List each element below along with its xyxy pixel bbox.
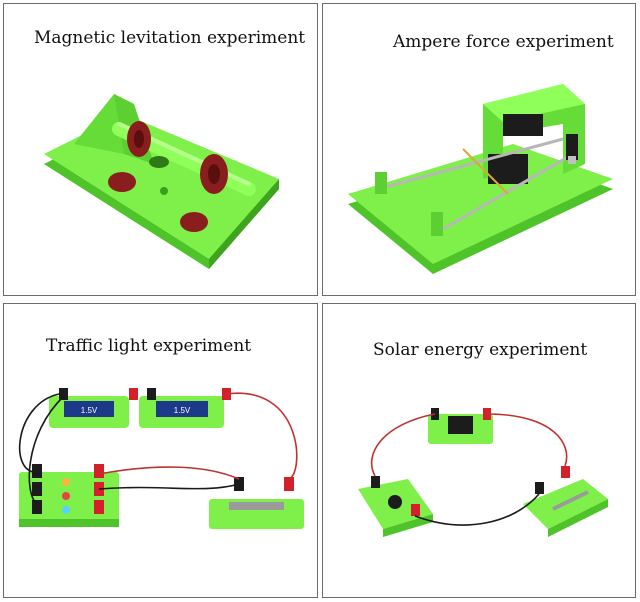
caption-solar-energy: Solar energy experiment [373, 340, 588, 360]
ampere-force-illustration [348, 84, 613, 274]
panel-magnetic-levitation: Magnetic levitation experiment [3, 3, 318, 296]
panel-traffic-light: Traffic light experiment 1.5V 1.5V [3, 303, 318, 598]
caption-traffic-light: Traffic light experiment [46, 336, 252, 356]
battery-right-label: 1.5V [174, 406, 191, 415]
magnetic-levitation-illustration [44, 94, 279, 269]
caption-ampere-force: Ampere force experiment [393, 32, 614, 52]
panel-ampere-force: Ampere force experiment [322, 3, 636, 296]
solar-energy-illustration [358, 408, 608, 537]
panel-solar-energy: Solar energy experiment [322, 303, 636, 598]
caption-magnetic-levitation: Magnetic levitation experiment [34, 28, 306, 48]
traffic-light-illustration: 1.5V 1.5V [18, 388, 304, 529]
battery-left-label: 1.5V [81, 406, 98, 415]
